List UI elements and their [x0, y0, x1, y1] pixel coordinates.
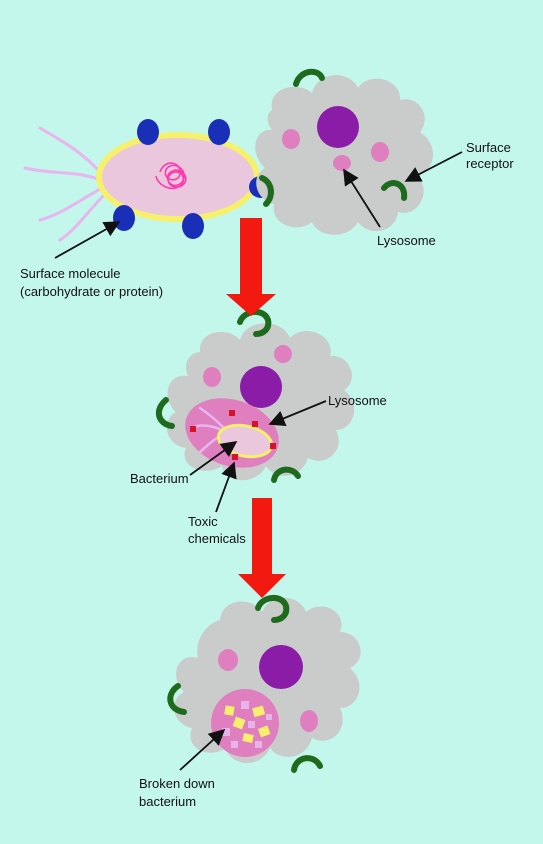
lysosome: [274, 345, 292, 363]
flagella: [23, 126, 106, 242]
phagocyte-cell-3: [167, 595, 361, 773]
pointer-bacterium: [189, 441, 238, 476]
label-lysosome-middle: Lysosome: [328, 393, 387, 408]
pointer-surface-molecule: [54, 221, 121, 259]
fragment: [252, 705, 266, 718]
lysosome: [371, 142, 389, 162]
labels: Surface receptor Lysosome Surface molecu…: [20, 140, 514, 809]
toxic-chemical: [232, 454, 238, 460]
nucleus: [317, 106, 359, 148]
process-arrow-2: [238, 498, 286, 598]
toxic-chemical: [252, 421, 258, 427]
label-broken-bacterium-1: Broken down: [139, 776, 215, 791]
surface-receptor: [255, 595, 290, 623]
surface-receptor: [259, 175, 274, 207]
pointer-lysosome-middle: [268, 400, 327, 426]
label-surface-receptor-1: Surface: [466, 140, 511, 155]
fragment: [242, 733, 254, 743]
lysosome: [218, 649, 238, 671]
fragment: [257, 725, 271, 738]
fragment: [232, 716, 246, 730]
digesting-lysosome: [211, 689, 279, 757]
surface-molecule: [113, 205, 135, 231]
label-broken-bacterium-2: bacterium: [139, 794, 196, 809]
surface-molecule: [208, 119, 230, 145]
surface-receptor: [167, 683, 187, 715]
lysosome: [203, 367, 221, 387]
surface-receptor: [381, 180, 408, 201]
surface-receptor: [155, 397, 175, 429]
fragment: [248, 721, 255, 728]
surface-receptor: [291, 755, 323, 773]
bacterium-fragments: [222, 701, 272, 748]
pointer-broken-bacterium: [179, 728, 226, 771]
pointer-lysosome-top: [343, 168, 381, 228]
lysosome: [300, 710, 318, 732]
surface-receptor: [293, 68, 325, 87]
label-surface-molecule-2: (carbohydrate or protein): [20, 284, 163, 299]
label-bacterium: Bacterium: [130, 471, 189, 486]
process-arrow-1: [226, 218, 276, 316]
fragment: [241, 701, 249, 709]
surface-receptor: [271, 466, 301, 483]
surface-molecule: [182, 213, 204, 239]
label-surface-receptor-2: receptor: [466, 156, 514, 171]
nucleus: [259, 645, 303, 689]
pointer-surface-receptor: [404, 151, 463, 182]
label-toxic-chemicals-1: Toxic: [188, 514, 218, 529]
toxic-chemical: [229, 410, 235, 416]
fragment: [255, 741, 262, 748]
label-lysosome-top: Lysosome: [377, 233, 436, 248]
pointer-arrows: [54, 151, 463, 771]
bacterium-stage1: [23, 119, 273, 242]
lysosome: [282, 129, 300, 149]
lysosome: [333, 155, 351, 171]
toxic-chemical: [190, 426, 196, 432]
surface-receptor: [237, 309, 272, 337]
cell-membrane: [255, 75, 433, 235]
fragment: [224, 705, 235, 716]
fragment: [222, 728, 230, 736]
surface-molecule: [137, 119, 159, 145]
fragment: [231, 741, 238, 748]
pointer-toxic-chemicals: [215, 461, 237, 513]
toxic-chemical: [270, 443, 276, 449]
nucleus: [240, 366, 282, 408]
phagocyte-cell-1: [255, 68, 433, 235]
fragment: [266, 714, 272, 720]
phagocyte-cell-2: [155, 309, 355, 483]
label-toxic-chemicals-2: chemicals: [188, 531, 246, 546]
bacterial-dna: [155, 162, 187, 190]
label-surface-molecule-1: Surface molecule: [20, 266, 120, 281]
